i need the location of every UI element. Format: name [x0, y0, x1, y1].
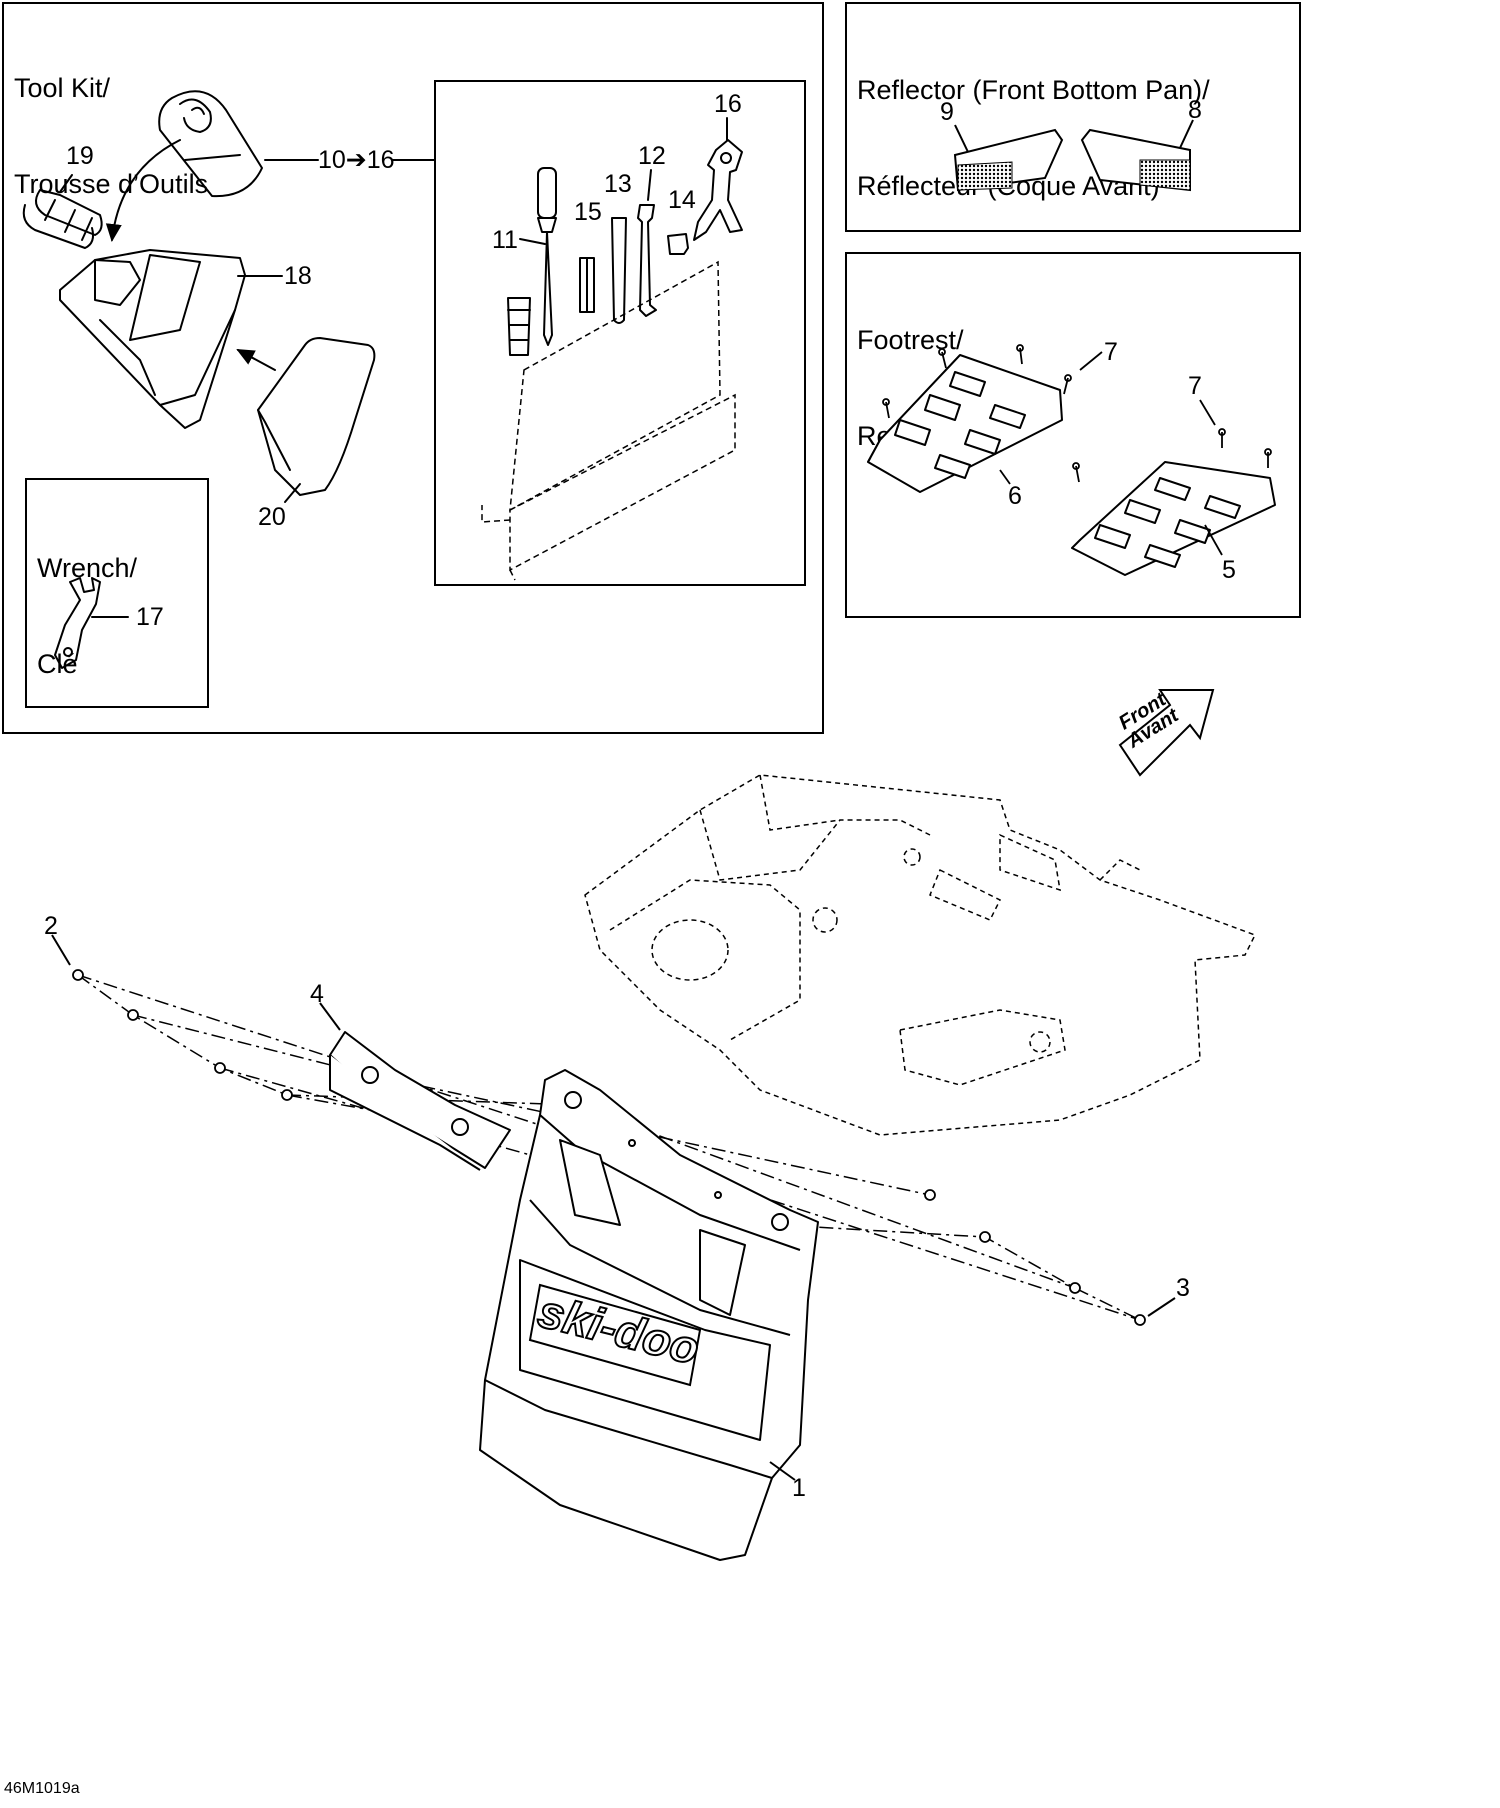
arrow-cover-to-bag: [236, 349, 276, 371]
callout-7b: 7: [1188, 372, 1202, 400]
callout-15: 15: [574, 198, 602, 226]
callout-14: 14: [668, 186, 696, 214]
bit-part: [507, 297, 531, 356]
callout-12: 12: [638, 142, 666, 170]
callout-3: 3: [1176, 1274, 1190, 1302]
screwdriver-part-11: [537, 167, 557, 346]
wrench-title-en: Wrench/: [37, 553, 138, 583]
tool-part-13: [611, 217, 627, 324]
reflector-title-en: Reflector (Front Bottom Pan)/: [857, 75, 1210, 105]
tool-part-16: [693, 139, 743, 241]
tool-kit-title-en: Tool Kit/: [14, 73, 111, 103]
arrow-roll-to-bag: [105, 139, 181, 242]
clip-part-14: [667, 233, 689, 255]
callout-19: 19: [66, 142, 94, 170]
callout-6: 6: [1008, 482, 1022, 510]
callout-17: 17: [136, 603, 164, 631]
leader-1: [769, 1461, 796, 1481]
tool-kit-inset-box: [434, 80, 806, 586]
callout-16: 16: [714, 90, 742, 118]
leader-11: [519, 238, 546, 245]
footrest-part-5: [1071, 461, 1276, 576]
callout-4: 4: [310, 980, 324, 1008]
callout-13: 13: [604, 170, 632, 198]
leader-8: [1179, 119, 1194, 149]
callout-18: 18: [284, 262, 312, 290]
front-direction-arrow: [1118, 689, 1215, 777]
leader-9: [954, 124, 969, 153]
wrench-part-17: [54, 577, 101, 669]
callout-5: 5: [1222, 556, 1236, 584]
tool-kit-title-fr: Trousse d’Outils: [14, 169, 209, 199]
callout-1: 1: [792, 1474, 806, 1502]
bracket-part-4: [329, 1031, 511, 1171]
leader-2: [51, 934, 71, 966]
tool-bag-part-18: [59, 249, 246, 429]
leader-12: [647, 169, 652, 201]
footrest-part-6: [867, 354, 1063, 493]
reflector-part-9: [953, 128, 1064, 192]
callout-10-16: 10➔16: [318, 146, 395, 174]
callout-9: 9: [940, 98, 954, 126]
callout-7a: 7: [1104, 338, 1118, 366]
callout-20: 20: [258, 503, 286, 531]
leader-20: [284, 483, 301, 503]
bit-part-15: [579, 257, 595, 313]
leader-19: [59, 174, 73, 193]
fastener-nuts: [72, 969, 1146, 1326]
tool-holder-outline: [481, 260, 736, 581]
leader-3: [1147, 1297, 1176, 1317]
chassis-outline: [584, 774, 1257, 1136]
drawing-id: 46M1019a: [4, 1780, 80, 1797]
footrest-screws: [882, 344, 1272, 556]
wrench-part-12: [637, 204, 657, 317]
callout-8: 8: [1188, 96, 1202, 124]
tool-kit-title: Tool Kit/ Trousse d’Outils: [14, 8, 208, 264]
tool-kit-panel: Tool Kit/ Trousse d’Outils: [2, 2, 824, 734]
callout-2: 2: [44, 912, 58, 940]
tool-roll-part: [158, 90, 263, 198]
cover-part-20: [257, 337, 376, 496]
strap-part-19: [22, 189, 103, 249]
footrest-title-en: Footrest/: [857, 325, 964, 355]
reflector-part-8: [1080, 128, 1191, 192]
callout-11: 11: [492, 226, 518, 254]
leader-4: [319, 1002, 341, 1031]
